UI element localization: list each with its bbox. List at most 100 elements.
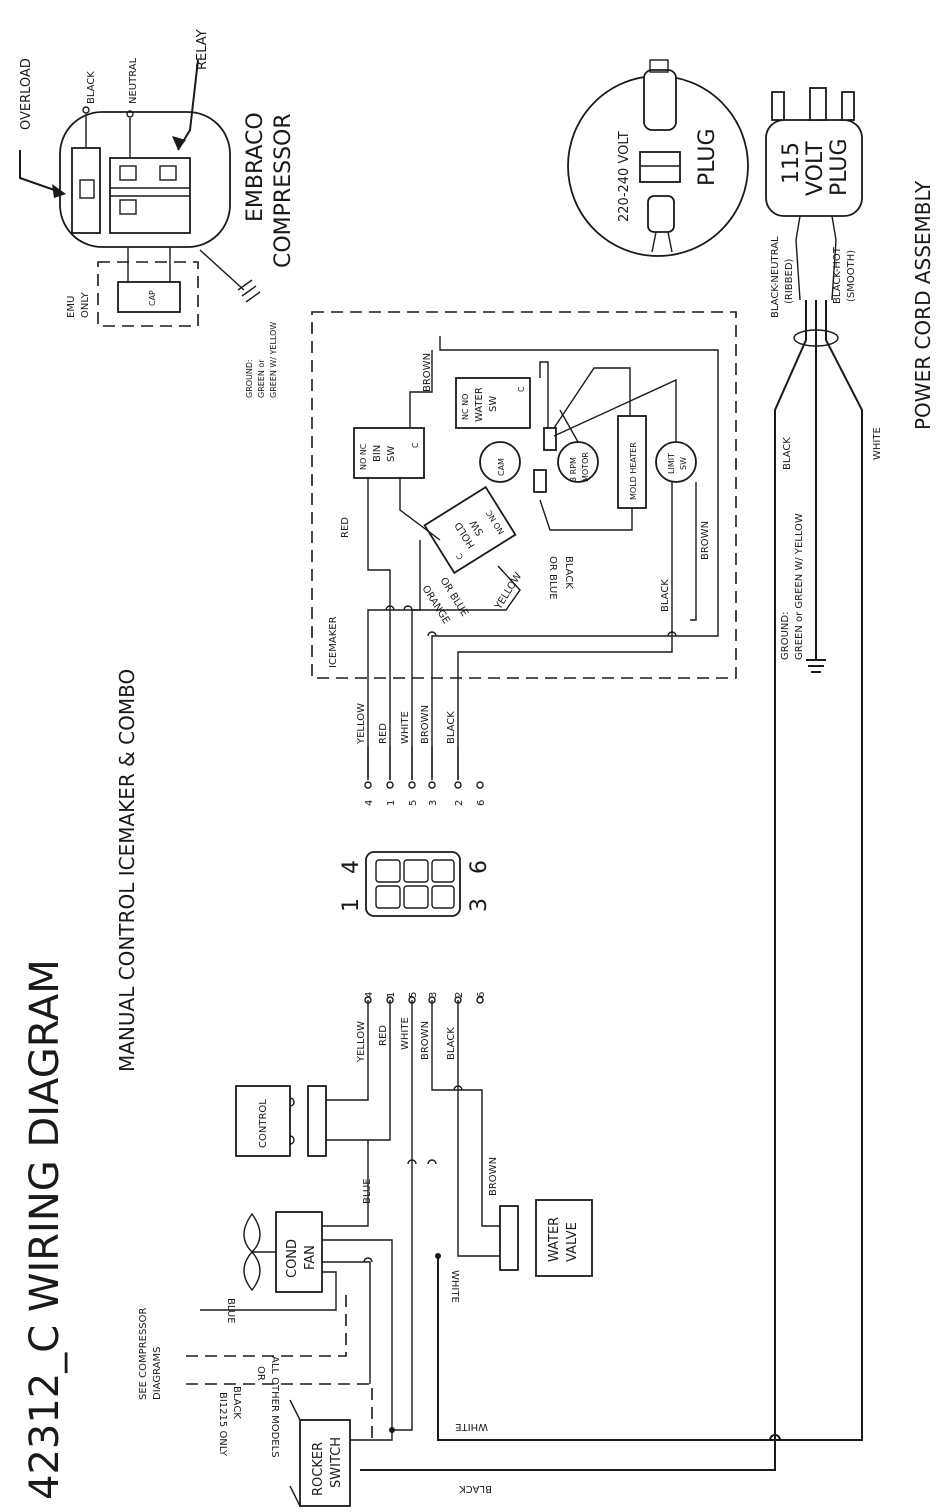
bin-switch: [353, 427, 425, 479]
svg-text:4: 4: [364, 992, 375, 998]
svg-text:WHITE: WHITE: [400, 1017, 411, 1050]
cord-white-label: WHITE: [872, 427, 883, 460]
svg-text:6: 6: [476, 992, 487, 998]
svg-text:ROCKER: ROCKER: [311, 1442, 326, 1496]
fan-blade-bottom: [243, 1250, 261, 1292]
diagram-title: 42312_C WIRING DIAGRAM: [22, 959, 68, 1500]
cam: [479, 441, 521, 483]
water-switch: [455, 377, 531, 429]
svg-text:NC NO: NC NO: [461, 394, 470, 420]
compressor-title-line2: COMPRESSOR: [271, 113, 296, 268]
power-cord-wires: BLACK WHITE GROUND: GREEN or GREEN W/ YE…: [360, 300, 883, 1471]
emu-label-line2: ONLY: [80, 291, 91, 318]
cap-label: CAP: [148, 290, 157, 306]
emu-label-line1: EMU: [66, 296, 77, 318]
neutral-terminal-label: NEUTRAL: [128, 57, 139, 104]
svg-text:1: 1: [386, 800, 397, 806]
svg-text:NO NC: NO NC: [359, 443, 368, 470]
svg-text:SW: SW: [679, 457, 688, 470]
svg-text:5: 5: [408, 992, 419, 998]
svg-text:BLACK: BLACK: [231, 1386, 242, 1419]
plug-220-line2: PLUG: [695, 128, 720, 186]
svg-text:RED: RED: [340, 517, 351, 538]
svg-text:WHITE: WHITE: [400, 711, 411, 744]
svg-text:CAM: CAM: [497, 458, 506, 476]
relay-label: RELAY: [195, 29, 210, 70]
overload-terminal: [79, 179, 95, 199]
svg-text:YELLOW: YELLOW: [356, 1021, 367, 1063]
svg-text:SW: SW: [488, 396, 499, 412]
plug-115-line1: 115: [779, 142, 804, 184]
water-valve: [535, 1199, 593, 1277]
svg-text:MOLD HEATER: MOLD HEATER: [629, 442, 638, 500]
comp-ground-line3: GREEN W/ YELLOW: [269, 322, 278, 398]
black-hot-line1: BLACK-HOT: [832, 246, 843, 304]
svg-text:ALL OTHER MODELS: ALL OTHER MODELS: [269, 1356, 280, 1458]
plug-115-line3: PLUG: [827, 138, 852, 196]
cord-ground-line1: GROUND:: [780, 612, 791, 660]
diagram-subtitle: MANUAL CONTROL ICEMAKER & COMBO: [115, 669, 139, 1072]
plug-115: 115 VOLT PLUG BLACK-NEUTRAL (RIBBED) BLA…: [765, 87, 935, 430]
black-hot-line2: (SMOOTH): [846, 250, 857, 302]
svg-text:6: 6: [467, 860, 492, 874]
svg-text:BROWN: BROWN: [420, 1021, 431, 1060]
svg-text:BIN: BIN: [372, 445, 383, 462]
motor: [557, 441, 599, 483]
svg-text:CONTROL: CONTROL: [258, 1099, 269, 1148]
svg-text:FAN: FAN: [303, 1245, 318, 1270]
svg-text:BROWN: BROWN: [488, 1157, 499, 1196]
overload-block: [71, 147, 101, 234]
svg-text:5: 5: [408, 800, 419, 806]
svg-text:BROWN: BROWN: [422, 353, 433, 392]
black-neutral-line2: (RIBBED): [784, 258, 795, 304]
hold-switch: C HOLD SW NO NC: [423, 485, 517, 575]
svg-text:3: 3: [467, 898, 492, 912]
svg-text:BLACK: BLACK: [459, 1483, 492, 1494]
svg-text:BI1215 ONLY: BI1215 ONLY: [217, 1392, 228, 1457]
svg-text:LIMIT: LIMIT: [667, 453, 676, 474]
svg-text:BLACK: BLACK: [660, 579, 671, 612]
rocker-switch: [299, 1419, 351, 1507]
svg-text:2: 2: [454, 992, 465, 998]
svg-text:1: 1: [386, 992, 397, 998]
svg-text:C: C: [411, 442, 420, 448]
svg-text:WHITE: WHITE: [449, 1270, 460, 1303]
six-pin-connector: 1 4 3 6: [339, 851, 492, 917]
control-module: [235, 1085, 291, 1157]
svg-text:BLACK: BLACK: [563, 556, 574, 589]
svg-text:3: 3: [428, 992, 439, 998]
icemaker-label: ICEMAKER: [328, 616, 339, 668]
black-neutral-line1: BLACK-NEUTRAL: [770, 236, 781, 318]
svg-text:BLUE: BLUE: [225, 1298, 236, 1324]
svg-text:C: C: [517, 386, 526, 392]
limit-switch: [655, 441, 697, 483]
svg-text:3: 3: [428, 800, 439, 806]
cord-black-label: BLACK: [782, 437, 793, 470]
svg-text:BLUE: BLUE: [362, 1178, 373, 1204]
plug-115-line2: VOLT: [803, 141, 828, 196]
svg-text:SEE COMPRESSOR: SEE COMPRESSOR: [138, 1307, 149, 1400]
svg-text:SW: SW: [386, 446, 397, 462]
overload-label: OVERLOAD: [19, 58, 34, 130]
compressor-title-line1: EMBRACO: [243, 112, 268, 222]
svg-text:MOTOR: MOTOR: [581, 452, 590, 482]
svg-text:BROWN: BROWN: [420, 705, 431, 744]
svg-text:OR BLUE: OR BLUE: [547, 556, 558, 600]
svg-text:BROWN: BROWN: [700, 521, 711, 560]
comp-ground-line2: GREEN or: [257, 359, 266, 398]
plug-220-line1: 220-240 VOLT: [617, 131, 632, 222]
svg-text:BLACK: BLACK: [446, 1027, 457, 1060]
svg-text:WATER: WATER: [547, 1217, 562, 1262]
svg-text:WHITE: WHITE: [455, 1421, 488, 1432]
svg-text:6: 6: [476, 800, 487, 806]
cord-ground-line2: GREEN or GREEN W/ YELLOW: [794, 513, 805, 660]
svg-text:3 RPM: 3 RPM: [569, 457, 578, 482]
icemaker-box: ICEMAKER NO NC BIN SW C NC NO WATER SW C…: [311, 311, 737, 780]
fan-blade-top: [243, 1212, 261, 1253]
svg-text:DIAGRAMS: DIAGRAMS: [152, 1347, 163, 1400]
svg-text:RED: RED: [378, 1025, 389, 1046]
svg-text:VALVE: VALVE: [565, 1222, 580, 1262]
svg-text:4: 4: [339, 860, 364, 874]
svg-text:WATER: WATER: [474, 387, 485, 422]
